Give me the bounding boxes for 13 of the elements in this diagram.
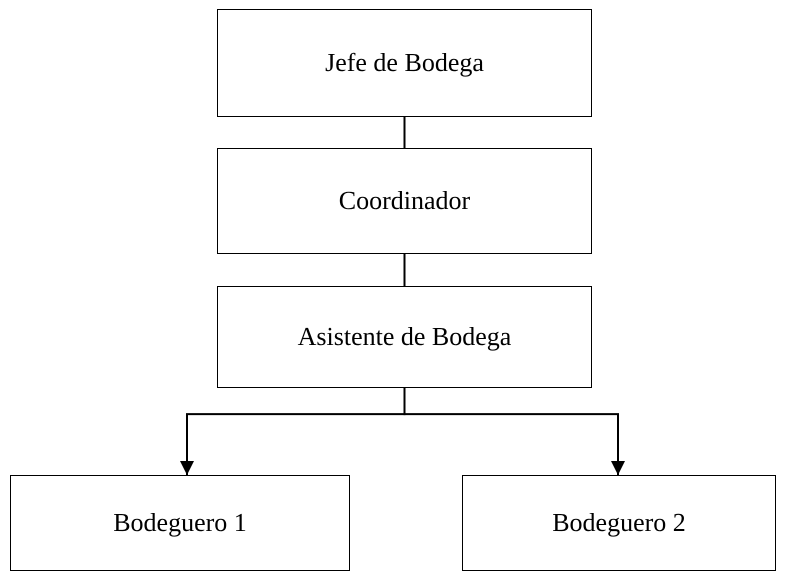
role-title: Asistente de Bodega [298,322,512,352]
role-title: Bodeguero 1 [113,508,247,538]
arrow [404,388,625,475]
connector-line [404,254,406,286]
connector-line [404,117,406,148]
role-title: Jefe de Bodega [325,48,484,78]
role-box [10,475,350,571]
role-box [462,475,776,571]
role-title: Bodeguero 2 [552,508,686,538]
role-title: Coordinador [338,186,470,216]
role-box [217,286,592,388]
role-box [217,148,592,254]
role-box [217,9,592,117]
